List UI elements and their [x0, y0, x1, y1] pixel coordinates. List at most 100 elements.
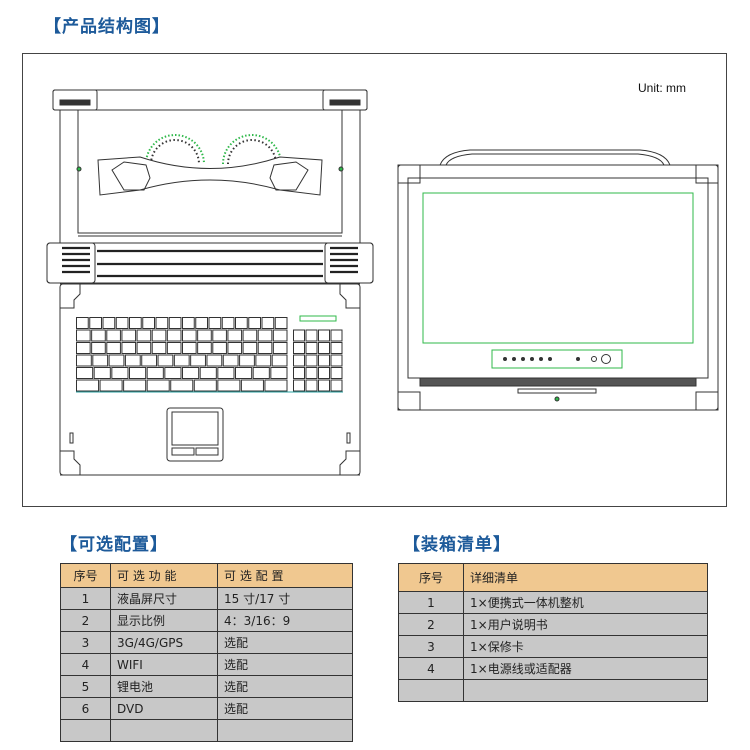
key: [318, 342, 330, 354]
key: [217, 379, 241, 392]
key: [129, 367, 147, 379]
table-row: [60, 719, 353, 742]
keyboard: [76, 317, 343, 392]
table-cell: [217, 719, 353, 742]
key: [155, 317, 169, 329]
key: [136, 329, 152, 342]
table-cell: [398, 679, 464, 702]
key: [330, 354, 343, 367]
table-cell: 4: [398, 657, 464, 680]
key: [255, 354, 272, 367]
key: [272, 329, 288, 342]
key: [142, 317, 155, 329]
column-header: 详细清单: [463, 563, 708, 592]
key: [248, 317, 261, 329]
key: [235, 367, 253, 379]
key: [208, 317, 222, 329]
key: [264, 379, 288, 392]
key: [318, 329, 330, 342]
key: [242, 342, 258, 354]
column-header: 可 选 功 能: [110, 563, 218, 588]
laptop-open-view: [46, 89, 374, 476]
key: [151, 342, 167, 354]
key: [240, 379, 264, 392]
key: [318, 354, 330, 367]
key: [111, 367, 129, 379]
table-cell: 选配: [217, 653, 353, 676]
table-cell: DVD: [110, 697, 218, 720]
table-cell: 4：3/16：9: [217, 609, 353, 632]
key: [206, 354, 223, 367]
table-cell: 1×便携式一体机整机: [463, 591, 708, 614]
key: [170, 379, 194, 392]
key: [129, 317, 142, 329]
key: [76, 379, 100, 392]
key: [91, 342, 106, 354]
key: [217, 367, 235, 379]
key: [106, 342, 121, 354]
table-cell: 1×电源线或适配器: [463, 657, 708, 680]
packing-title: 【装箱清单】: [403, 535, 511, 555]
key: [115, 317, 129, 329]
table-cell: 选配: [217, 697, 353, 720]
column-header: 序号: [60, 563, 111, 588]
key: [222, 354, 239, 367]
table-header-row: 序号详细清单: [398, 563, 708, 592]
table-cell: 1: [398, 591, 464, 614]
table-header-row: 序号可 选 功 能可 选 配 置: [60, 563, 353, 588]
table-cell: WIFI: [110, 653, 218, 676]
key: [168, 317, 182, 329]
key: [197, 342, 212, 354]
key: [305, 379, 318, 392]
key: [330, 342, 343, 354]
key: [193, 379, 217, 392]
table-cell: 2: [60, 609, 111, 632]
table-cell: 选配: [217, 675, 353, 698]
key: [146, 367, 164, 379]
table-cell: 6: [60, 697, 111, 720]
key: [124, 354, 141, 367]
key: [190, 354, 206, 367]
key: [76, 354, 92, 367]
column-header: 可 选 配 置: [217, 563, 353, 588]
table-cell: 3: [60, 631, 111, 654]
table-cell: 液晶屏尺寸: [110, 587, 218, 610]
table-cell: 1: [60, 587, 111, 610]
table-cell: 3G/4G/GPS: [110, 631, 218, 654]
key: [199, 367, 217, 379]
laptop-closed-front-view: [397, 149, 719, 411]
key: [108, 354, 125, 367]
table-cell: 2: [398, 613, 464, 636]
key: [93, 367, 111, 379]
key: [221, 317, 235, 329]
key: [293, 342, 305, 354]
table-row: [398, 679, 708, 702]
key: [257, 342, 273, 354]
key: [318, 379, 330, 392]
key: [182, 367, 200, 379]
key: [252, 367, 270, 379]
column-header: 序号: [398, 563, 464, 592]
key: [195, 317, 208, 329]
key: [197, 329, 212, 342]
table-cell: 选配: [217, 631, 353, 654]
key: [166, 329, 182, 342]
key: [212, 342, 227, 354]
key: [293, 367, 305, 379]
key: [76, 367, 94, 379]
key: [293, 379, 305, 392]
table-cell: 锂电池: [110, 675, 218, 698]
key: [318, 367, 330, 379]
table-cell: 5: [60, 675, 111, 698]
product-drawing: [46, 89, 719, 476]
key: [76, 317, 89, 329]
key: [136, 342, 152, 354]
key: [166, 342, 182, 354]
